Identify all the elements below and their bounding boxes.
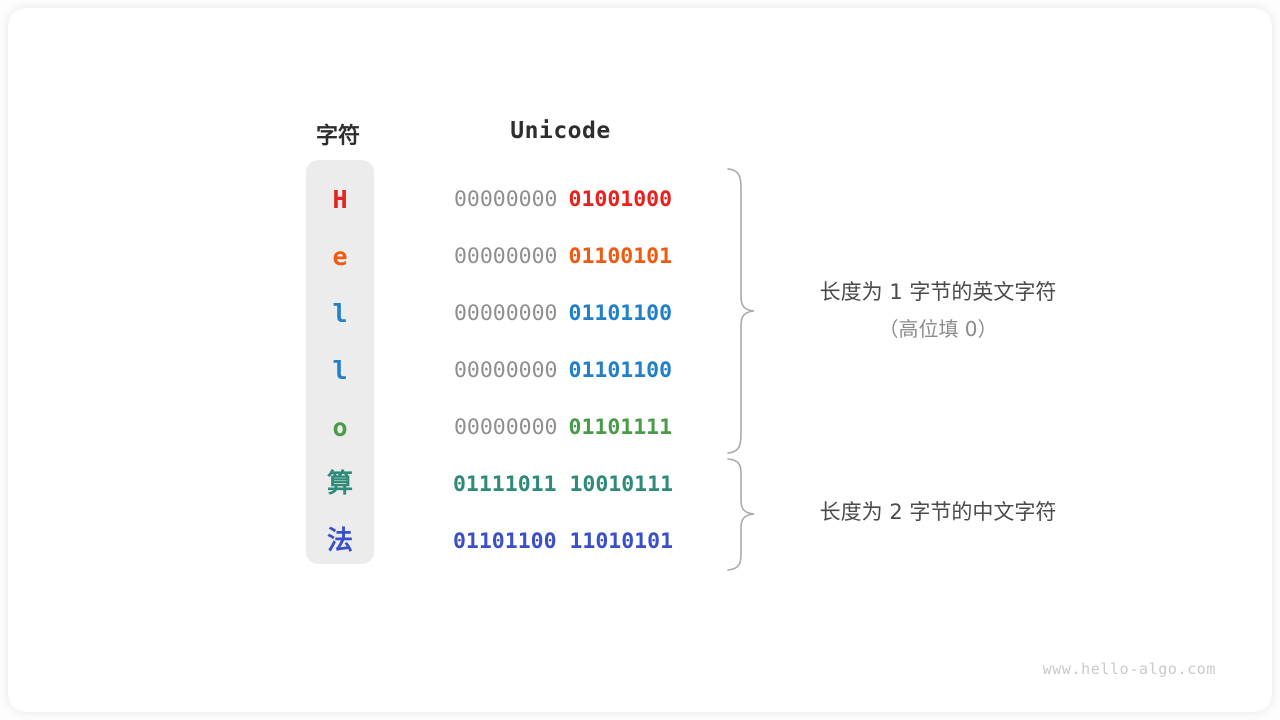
annotation-english-sub: （高位填 0） (878, 317, 998, 341)
binary-row: 00000000 01001000 (428, 171, 698, 228)
binary-row: 01111011 10010111 (428, 456, 698, 513)
annotation-chinese-main: 长度为 2 字节的中文字符 (819, 500, 1057, 524)
binary-low-byte: 01100101 (568, 244, 673, 269)
character-cell: o (332, 413, 348, 442)
binary-low-byte: 01101100 (568, 301, 673, 326)
binary-low-byte: 01101111 (568, 415, 673, 440)
brace-english-group (727, 168, 755, 454)
character-cell: l (332, 299, 348, 328)
character-cell: 算 (326, 469, 353, 499)
character-cell: H (332, 185, 348, 214)
binary-row: 00000000 01101100 (428, 285, 698, 342)
binary-low-byte: 01101100 11010101 (452, 529, 674, 554)
annotation-english: 长度为 1 字节的英文字符 （高位填 0） (768, 276, 1108, 342)
diagram-card: 字符 Unicode H 00000000 01001000 e 00000000 011… (8, 8, 1272, 712)
diagram-stage: 字符 Unicode H 00000000 01001000 e 00000000 011… (8, 8, 1272, 712)
binary-high-byte: 00000000 (453, 187, 558, 212)
binary-row: 00000000 01101100 (428, 342, 698, 399)
binary-high-byte: 00000000 (453, 358, 558, 383)
character-cell: e (332, 242, 348, 271)
character-cell: 法 (326, 526, 353, 556)
binary-row: 00000000 01101111 (428, 399, 698, 456)
binary-high-byte: 00000000 (453, 301, 558, 326)
binary-row: 01101100 11010101 (428, 513, 698, 570)
column-header-character: 字符 (315, 123, 360, 148)
annotation-chinese: 长度为 2 字节的中文字符 (768, 496, 1108, 526)
watermark: www.hello-algo.com (1042, 660, 1216, 678)
binary-low-byte: 01111011 10010111 (452, 472, 674, 497)
character-column-background (306, 160, 374, 564)
column-header-unicode: Unicode (510, 118, 611, 144)
binary-low-byte: 01101100 (568, 358, 673, 383)
brace-chinese-group (727, 458, 755, 571)
annotation-english-main: 长度为 1 字节的英文字符 (819, 280, 1057, 304)
binary-high-byte: 00000000 (453, 244, 558, 269)
binary-low-byte: 01001000 (568, 187, 673, 212)
character-cell: l (332, 356, 348, 385)
binary-row: 00000000 01100101 (428, 228, 698, 285)
binary-high-byte: 00000000 (453, 415, 558, 440)
